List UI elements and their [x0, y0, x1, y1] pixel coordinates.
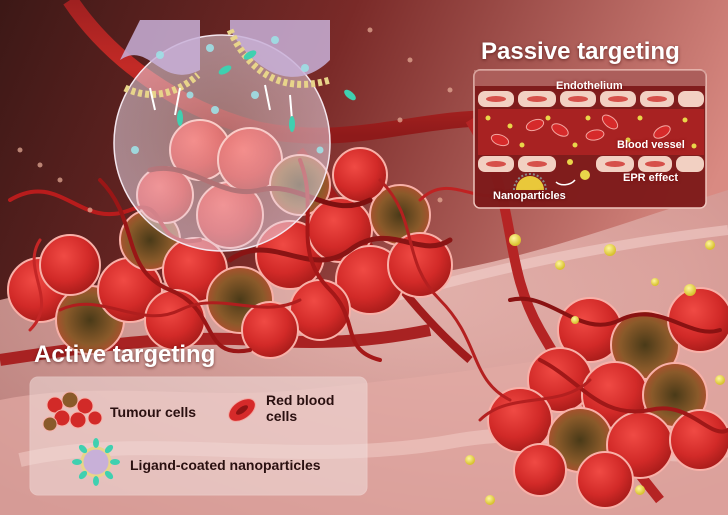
vessel-rbcs: [490, 114, 671, 147]
endothelium-top: [478, 91, 704, 107]
red-blood-cell-icon: [228, 398, 256, 422]
endothelium-label: Endothelium: [556, 80, 623, 92]
nanoparticles-label: Nanoparticles: [493, 190, 566, 202]
vessel-nanoparticles: [485, 115, 697, 180]
legend-panel: [29, 376, 368, 496]
blood-vessel-label: Blood vessel: [617, 139, 685, 151]
passive-targeting-panel: [473, 69, 707, 209]
ligand-chains: [123, 28, 332, 121]
tumour-cluster-right: [487, 287, 728, 509]
ligand-nanoparticle-icon: [72, 438, 120, 486]
nanoparticle-cluster-icon: [513, 173, 547, 191]
lens-small-particles: [131, 36, 324, 154]
active-targeting-title: Active targeting: [34, 341, 216, 368]
free-nanoparticles: [465, 234, 725, 505]
legend-tumour-cells-label: Tumour cells: [110, 404, 197, 420]
legend-ligand-nanoparticles-label: Ligand-coated nanoparticles: [130, 457, 321, 473]
tumour-cells-icon: [42, 391, 103, 432]
epr-effect-label: EPR effect: [623, 172, 679, 184]
epr-arrow-icon: [555, 179, 576, 186]
passive-targeting-title: Passive targeting: [481, 38, 680, 65]
legend-red-blood-cells-label: Red blood cells: [266, 392, 335, 424]
active-targeting-lens: [113, 20, 356, 252]
endothelium-bottom: [478, 156, 704, 172]
background-particles: [17, 27, 453, 213]
ligand-tips: [177, 50, 356, 132]
